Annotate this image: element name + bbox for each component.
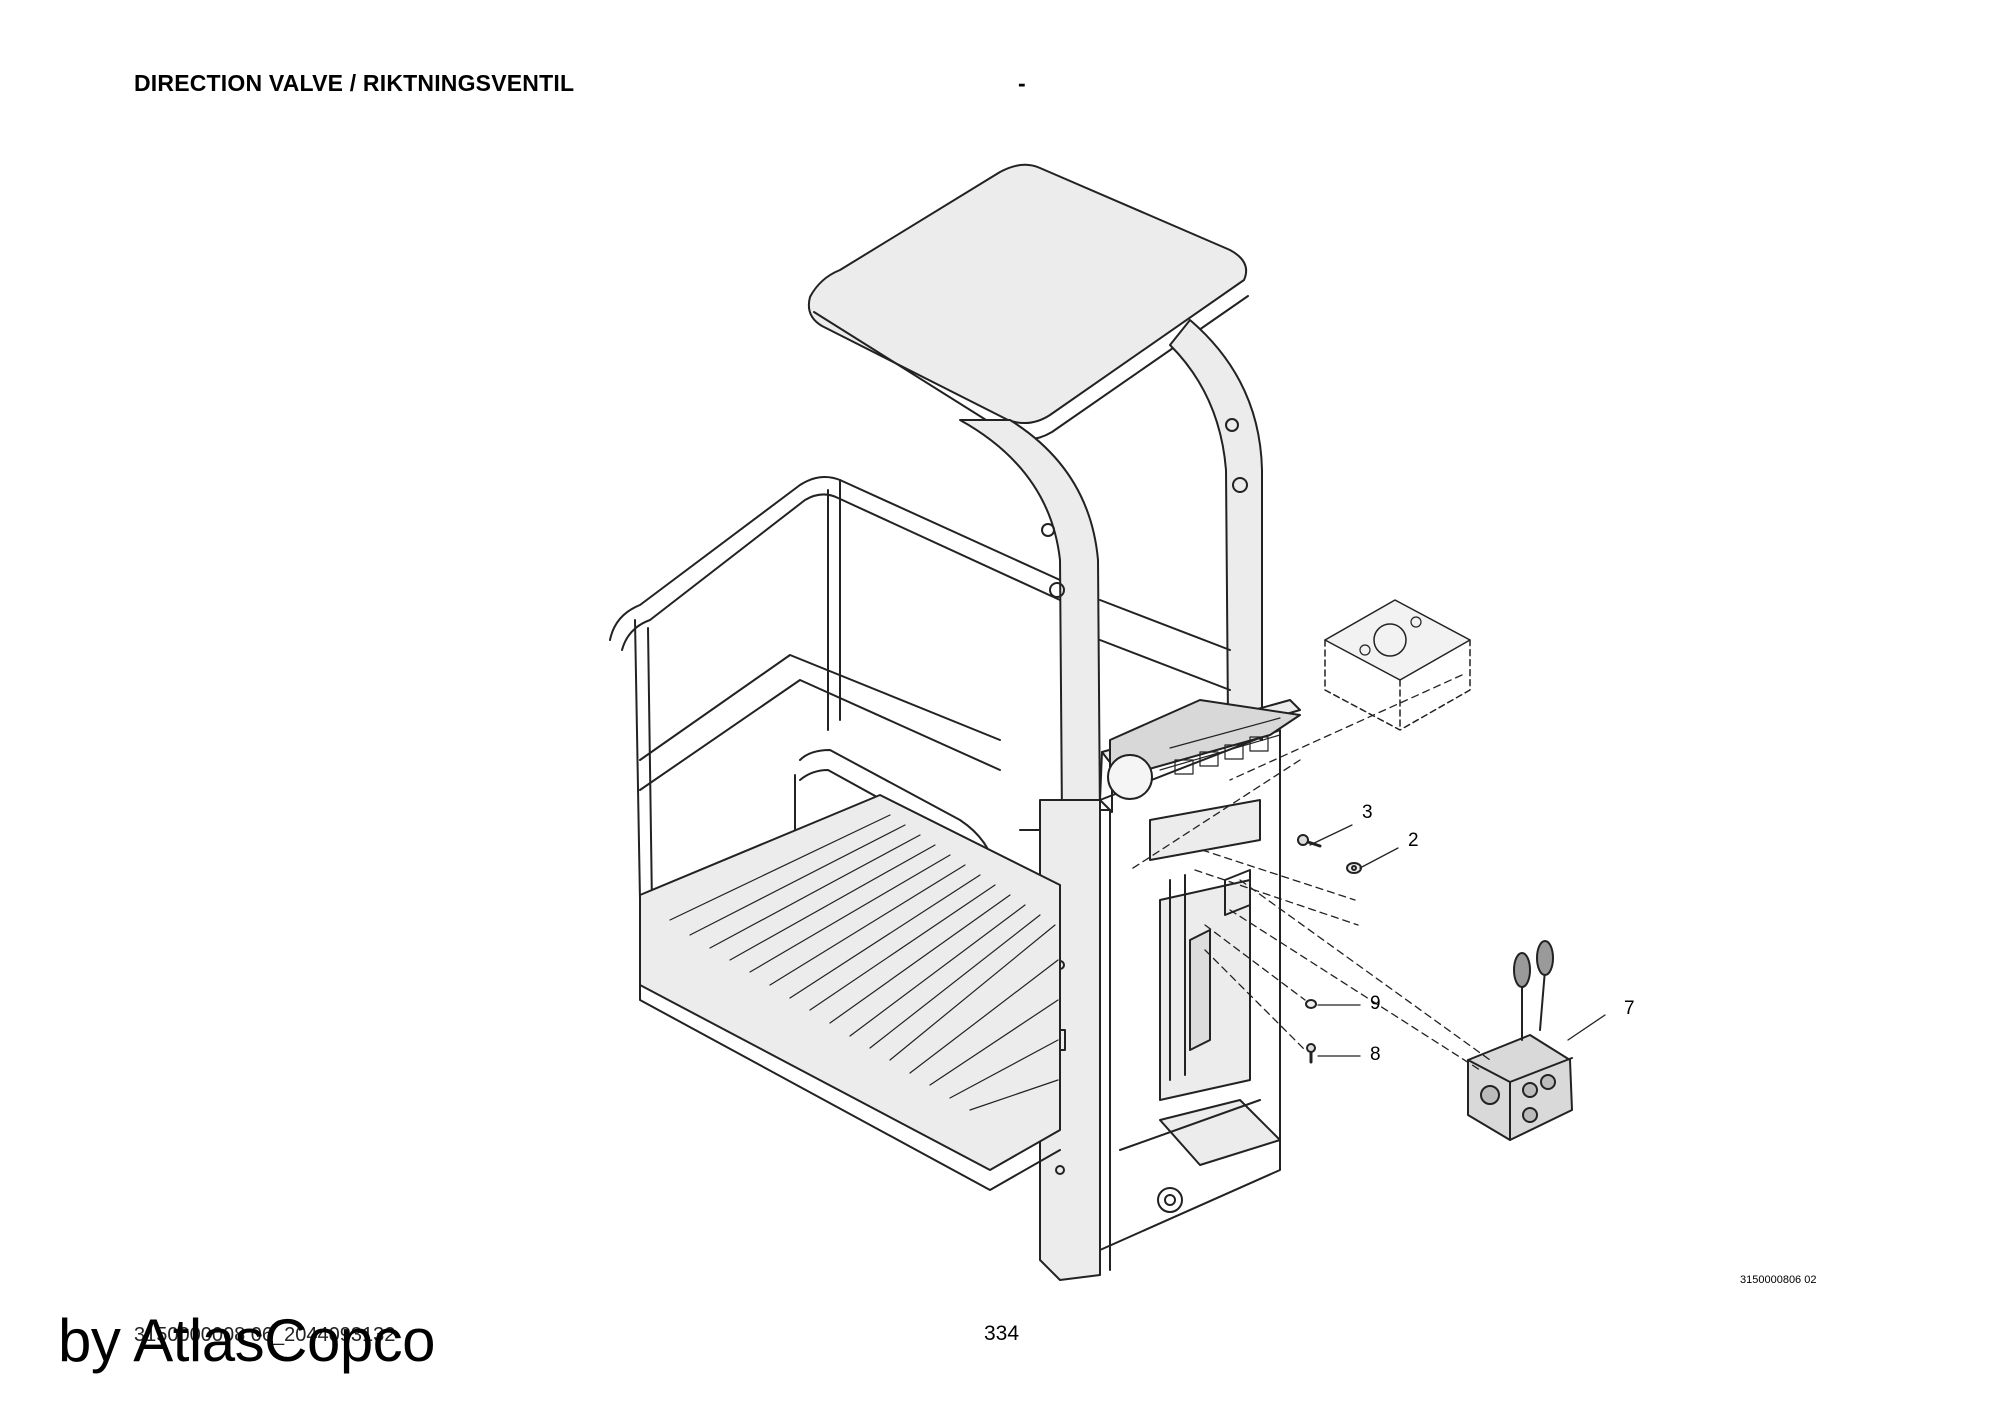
canopy-roof (807, 163, 1249, 441)
watermark: by AtlasCopco (58, 1307, 436, 1374)
callout-9: 9 (1370, 993, 1381, 1014)
callout-7: 7 (1624, 998, 1635, 1019)
mount-assembly (1119, 799, 1281, 1213)
page-title: DIRECTION VALVE / RIKTNINGSVENTIL (134, 70, 575, 96)
document-code: 3150000008 06_2044093132 (134, 1324, 396, 1346)
basket-floor (639, 794, 1061, 1191)
callout-2: 2 (1408, 830, 1419, 851)
control-panel (1099, 699, 1301, 813)
header-dash: - (1018, 70, 1026, 96)
direction-valve (1467, 940, 1573, 1141)
callout-8: 8 (1370, 1044, 1381, 1065)
assembly-lines (1129, 674, 1491, 1071)
control-box (1324, 599, 1471, 731)
hardware (1297, 834, 1362, 1064)
callout-3: 3 (1362, 802, 1373, 823)
figure-reference: 3150000806 02 (1740, 1274, 1817, 1286)
leader-lines (1309, 824, 1606, 1057)
page-number: 334 (984, 1322, 1020, 1345)
